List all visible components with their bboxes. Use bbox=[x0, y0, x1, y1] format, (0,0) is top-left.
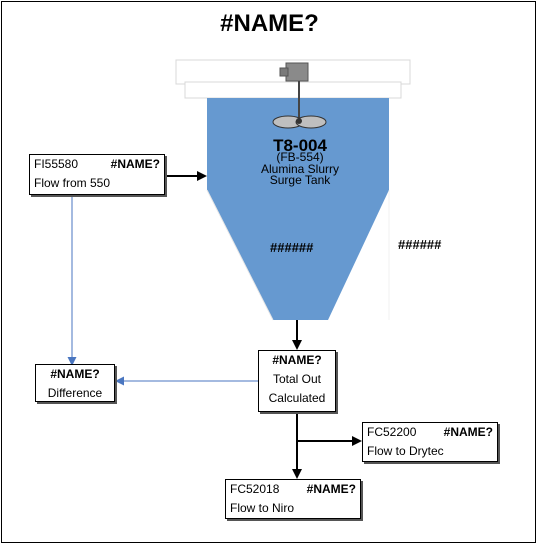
tank-alt-tag: (FB-554) bbox=[276, 150, 324, 164]
tank-name-line2: Surge Tank bbox=[269, 173, 331, 187]
drytec-value: #NAME? bbox=[443, 425, 493, 439]
tank-side-value: ###### bbox=[398, 237, 442, 252]
niro-box[interactable]: FC52018 #NAME? Flow to Niro bbox=[225, 479, 361, 519]
tank-vessel bbox=[206, 98, 390, 321]
tank-name-line1: Alumina Slurry bbox=[260, 162, 340, 176]
drytec-tag: FC52200 bbox=[367, 425, 417, 439]
difference-box[interactable]: #NAME? Difference bbox=[35, 364, 115, 402]
difference-value: #NAME? bbox=[50, 367, 100, 381]
inflow-value: #NAME? bbox=[110, 157, 160, 171]
drytec-label: Flow to Drytec bbox=[367, 444, 444, 458]
inflow-box[interactable]: FI55580 #NAME? Flow from 550 bbox=[29, 154, 165, 195]
total-out-label-line1: Total Out bbox=[272, 372, 322, 386]
total-out-box[interactable]: #NAME? Total Out Calculated bbox=[258, 350, 336, 412]
niro-tag: FC52018 bbox=[230, 482, 280, 496]
total-out-label-line2: Calculated bbox=[268, 391, 326, 405]
difference-label: Difference bbox=[47, 386, 103, 400]
page-title: #NAME? bbox=[220, 10, 319, 37]
agitator-icon bbox=[272, 81, 327, 129]
inflow-tag: FI55580 bbox=[34, 157, 79, 171]
agitator-motor-icon bbox=[279, 62, 309, 82]
tank-level-value: ###### bbox=[270, 240, 314, 255]
niro-label: Flow to Niro bbox=[230, 501, 295, 515]
total-out-value: #NAME? bbox=[272, 353, 322, 367]
drytec-box[interactable]: FC52200 #NAME? Flow to Drytec bbox=[362, 422, 498, 462]
niro-value: #NAME? bbox=[306, 482, 356, 496]
tank-tag: T8-004 bbox=[273, 136, 327, 155]
inflow-label: Flow from 550 bbox=[34, 176, 111, 190]
